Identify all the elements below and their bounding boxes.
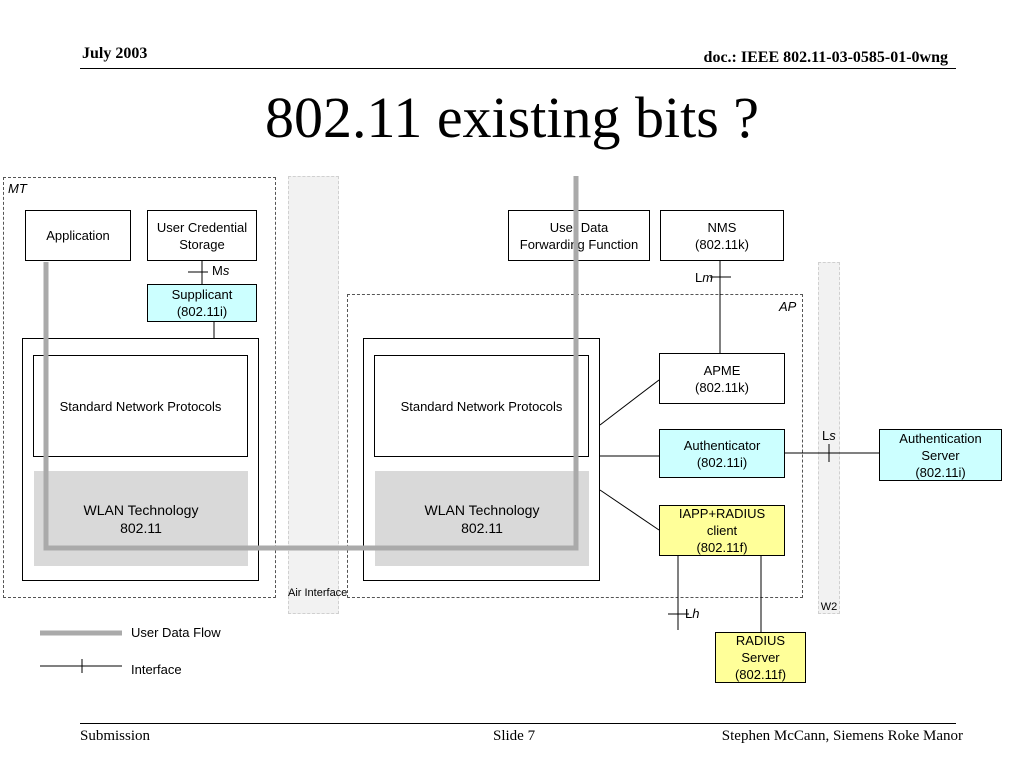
- ap-label: AP: [779, 299, 797, 314]
- ls-interface-label: Ls: [822, 428, 836, 443]
- ap-standard-network-protocols-box: Standard Network Protocols: [374, 355, 589, 457]
- footer-divider: [80, 723, 956, 724]
- user-data-forwarding-box: User Data Forwarding Function: [508, 210, 650, 261]
- lh-interface-label: Lh: [685, 606, 700, 621]
- authentication-server-box: Authentication Server (802.11i): [879, 429, 1002, 481]
- supplicant-box: Supplicant (802.11i): [147, 284, 257, 322]
- header-date: July 2003: [82, 45, 148, 62]
- mt-region: [3, 177, 276, 598]
- ms-interface-label: Ms: [212, 263, 230, 278]
- mt-label: MT: [8, 181, 27, 196]
- lm-interface-label: Lm: [695, 270, 714, 285]
- user-credential-storage-box: User Credential Storage: [147, 210, 257, 261]
- header-divider: [80, 68, 956, 69]
- iapp-radius-client-box: IAPP+RADIUS client (802.11f): [659, 505, 785, 556]
- footer-slide-number: Slide 7: [493, 728, 536, 744]
- legend-user-data-flow-label: User Data Flow: [131, 625, 221, 640]
- slide-title: 802.11 existing bits ?: [264, 85, 760, 150]
- air-interface-label: Air Interface: [288, 587, 348, 599]
- apme-box: APME (802.11k): [659, 353, 785, 404]
- w2-strip: [818, 262, 840, 614]
- mt-stack-frame: [22, 338, 259, 581]
- nms-box: NMS (802.11k): [660, 210, 784, 261]
- mt-standard-network-protocols-box: Standard Network Protocols: [33, 355, 248, 457]
- user-data-flow-path: [43, 176, 579, 551]
- legend-interface-label: Interface: [131, 662, 182, 677]
- ap-stack-frame: [363, 338, 600, 581]
- header-doc-id: doc.: IEEE 802.11-03-0585-01-0wng: [703, 49, 948, 66]
- stack-apme-link: [599, 379, 660, 426]
- radius-server-box: RADIUS Server (802.11f): [715, 632, 806, 683]
- application-box: Application: [25, 210, 131, 261]
- w2-label: W2: [820, 601, 838, 613]
- air-interface-strip: [288, 176, 339, 614]
- authenticator-box: Authenticator (802.11i): [659, 429, 785, 478]
- stack-iapp-link: [599, 489, 660, 531]
- footer-submission: Submission: [80, 728, 151, 744]
- footer-author: Stephen McCann, Siemens Roke Manor: [721, 728, 963, 744]
